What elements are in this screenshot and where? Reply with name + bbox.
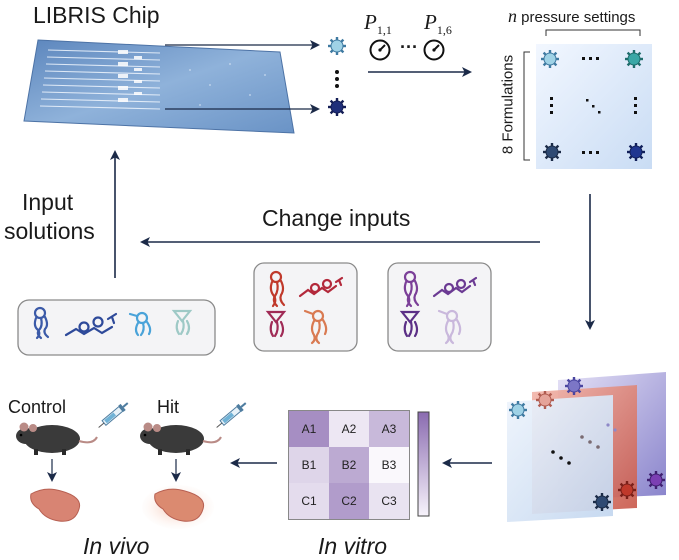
- nanoparticle-dark-icon: [326, 96, 348, 118]
- heatmap-cell: B3: [369, 447, 409, 483]
- chip-output-arrows: [165, 40, 320, 114]
- pressure-ellipsis: ···: [400, 37, 418, 57]
- hit-mouse-icon: [140, 422, 222, 455]
- input-solutions-line1: Input: [22, 189, 74, 215]
- screening-sheets: [507, 372, 667, 522]
- heatmap-cell: C2: [329, 483, 369, 519]
- input-solutions-line2: solutions: [4, 218, 95, 244]
- hit-label: Hit: [157, 397, 179, 417]
- control-syringe-icon: [98, 402, 129, 428]
- heatmap-colorscale: [417, 411, 430, 517]
- heatmap-cell: A1: [289, 411, 329, 447]
- hit-liver-icon: [154, 488, 205, 522]
- heatmap-cell: A2: [329, 411, 369, 447]
- pressure-gauge-icon: [423, 39, 445, 61]
- matrix-header: n pressure settings: [508, 6, 636, 26]
- in-vitro-heatmap: A1 A2 A3 B1 B2 B3 C1 C2 C3: [288, 410, 410, 520]
- chip-title: LIBRIS Chip: [33, 2, 160, 28]
- pressure-gauge-icon: [369, 39, 391, 61]
- change-inputs-label: Change inputs: [262, 205, 411, 231]
- heatmap-cell: A3: [369, 411, 409, 447]
- libris-chip-image: [23, 39, 295, 134]
- formulation-matrix: [523, 29, 652, 169]
- heatmap-cell: B1: [289, 447, 329, 483]
- input-lipid-box: [17, 299, 216, 356]
- control-liver-icon: [30, 488, 81, 522]
- heatmap-cell: B2: [329, 447, 369, 483]
- matrix-row-label: 8 Formulations: [499, 54, 517, 155]
- hit-syringe-icon: [216, 402, 247, 428]
- lipid-set-red: [253, 262, 358, 352]
- lipid-set-purple: [387, 262, 492, 352]
- pressure-label-last: P1,6: [424, 10, 452, 38]
- heatmap-cell: C3: [369, 483, 409, 519]
- pressure-label-first: P1,1: [364, 10, 392, 38]
- heatmap-cell: C1: [289, 483, 329, 519]
- control-label: Control: [8, 397, 67, 417]
- control-mouse-icon: [16, 422, 98, 455]
- nanoparticle-light-icon: [326, 35, 348, 57]
- in-vitro-label: In vitro: [318, 533, 388, 559]
- vertical-dots: [335, 70, 339, 88]
- in-vivo-label: In vivo: [83, 533, 150, 559]
